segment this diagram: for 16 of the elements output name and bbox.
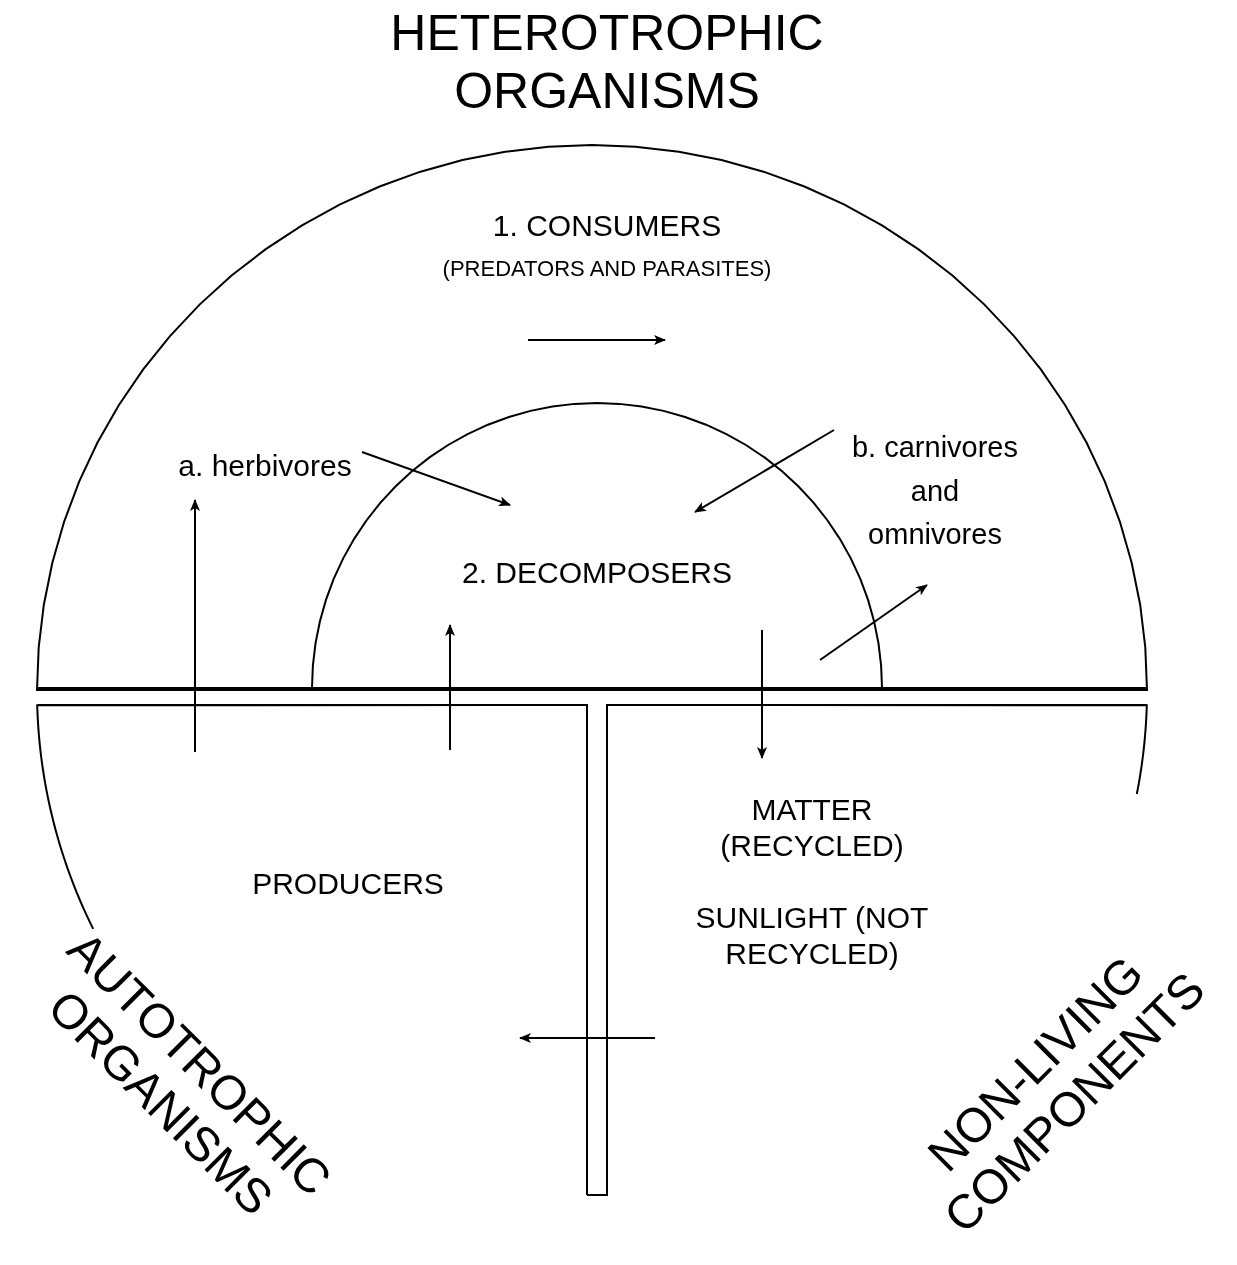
arrow bbox=[361, 451, 511, 506]
node-label: a. herbivores bbox=[177, 449, 353, 484]
arrow bbox=[694, 429, 835, 513]
node-label: (PREDATORS AND PARASITES) bbox=[441, 256, 773, 282]
node-label: SUNLIGHT (NOT RECYCLED) bbox=[694, 900, 929, 970]
arrow bbox=[519, 1033, 656, 1043]
arrow bbox=[190, 499, 200, 753]
region-heading: HETEROTROPHIC ORGANISMS bbox=[389, 5, 825, 120]
node-label: PRODUCERS bbox=[251, 867, 445, 902]
node-label: MATTER (RECYCLED) bbox=[719, 792, 905, 864]
arrow bbox=[819, 584, 928, 661]
node-label: b. carnivores and omnivores bbox=[851, 430, 1019, 552]
node-label: 2. DECOMPOSERS bbox=[460, 556, 734, 591]
arrow bbox=[445, 624, 455, 751]
node-label: 1. CONSUMERS bbox=[491, 209, 723, 244]
arrow bbox=[757, 629, 767, 759]
